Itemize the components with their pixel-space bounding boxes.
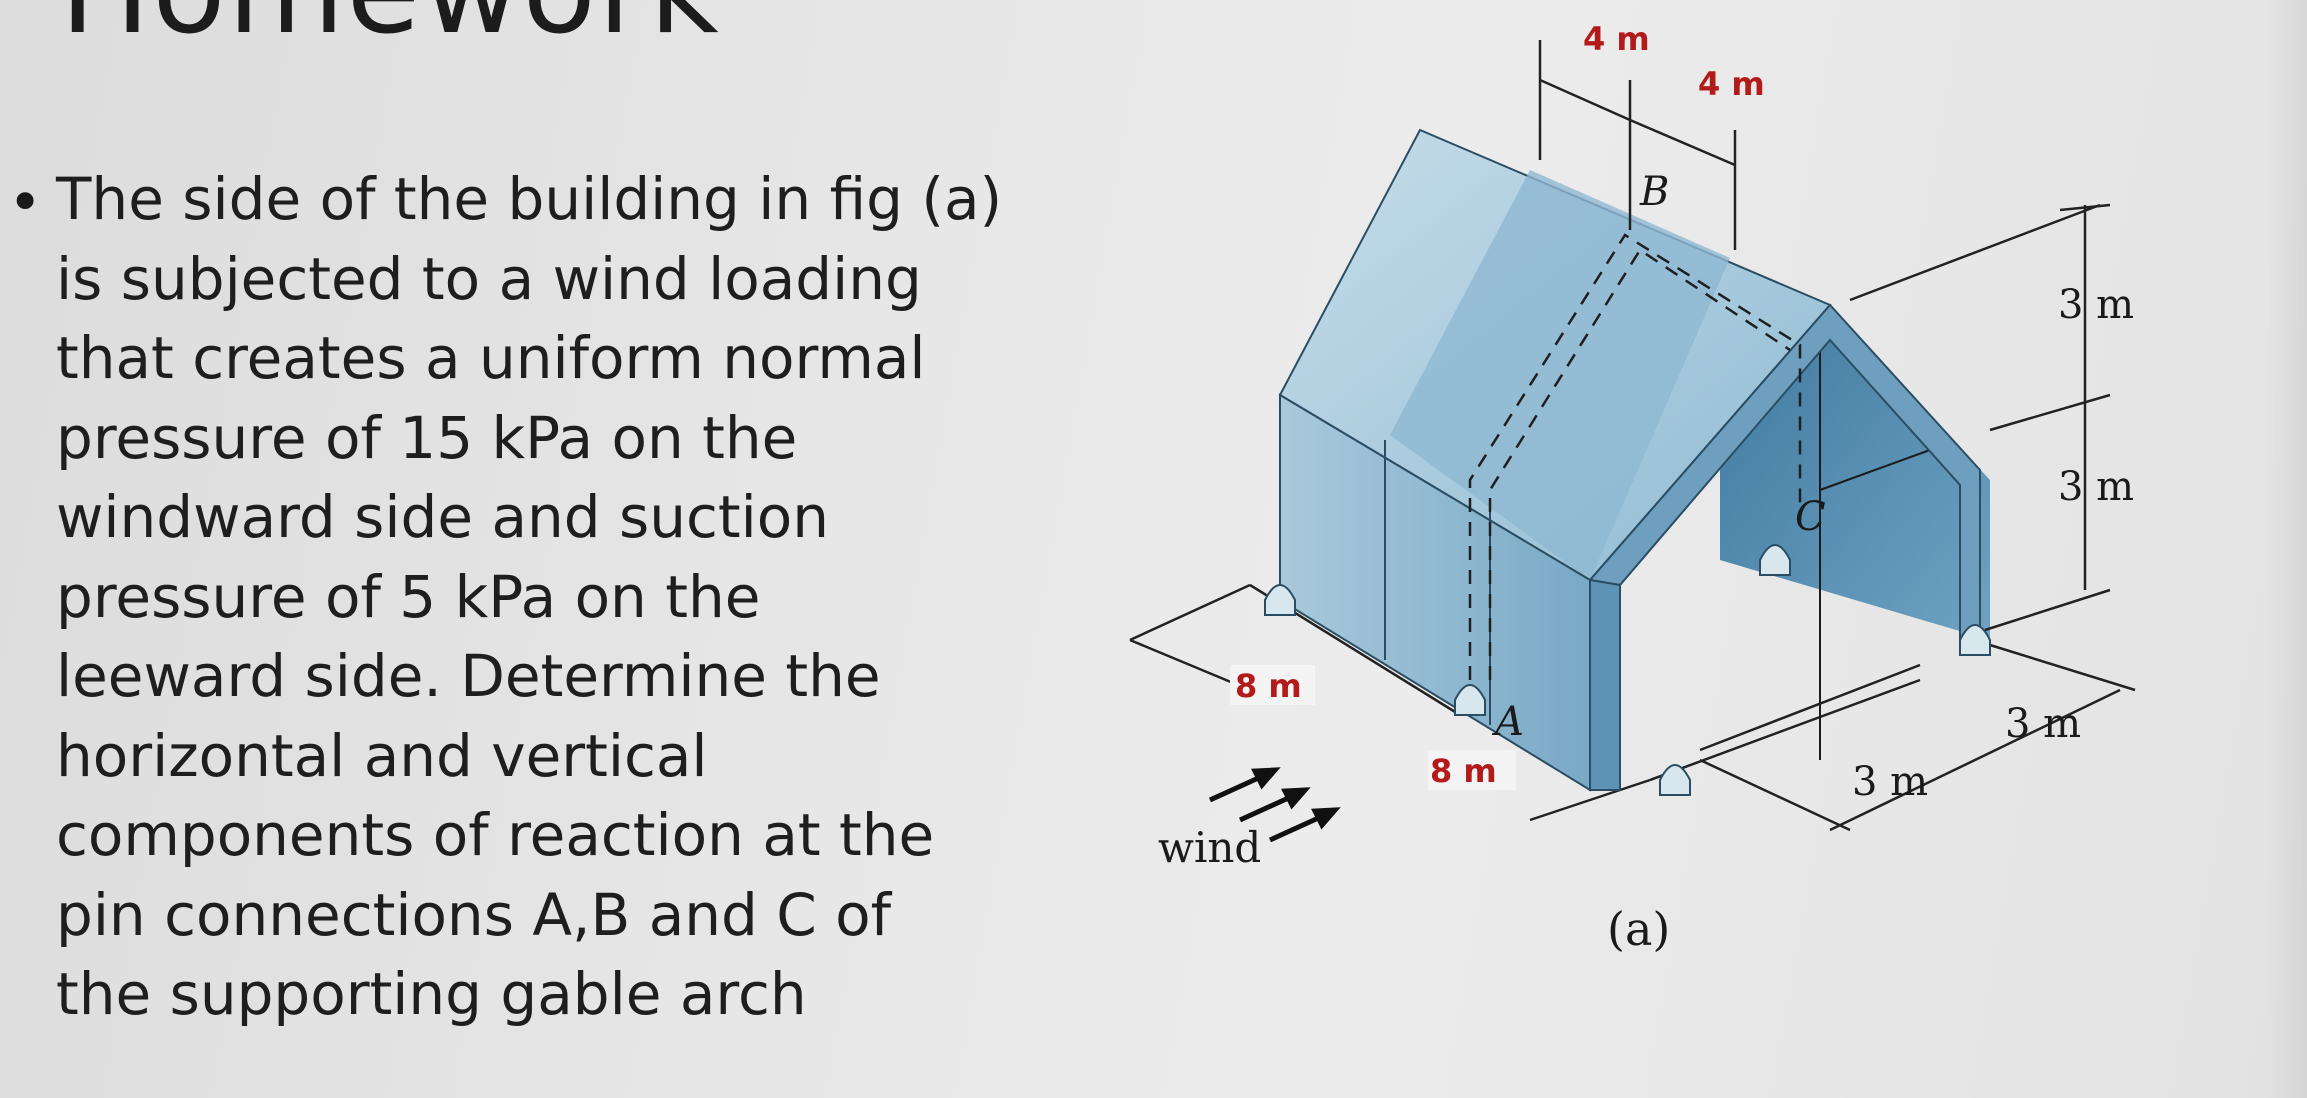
- height-dimensions: [1849, 203, 2111, 632]
- figure-caption: (a): [1607, 902, 1670, 956]
- left-dim-box-1: [1230, 665, 1315, 705]
- wind-label: wind: [1158, 823, 1261, 872]
- arch-leg: [1589, 578, 1621, 791]
- statement-line: horizontal and vertical: [56, 721, 708, 790]
- statement-line: leeward side. Determine the: [56, 642, 881, 710]
- height-upper-label: 3 m: [2058, 282, 2134, 328]
- statement-line: is subjected to a wind loading: [56, 244, 922, 313]
- left-dim-box-2: [1428, 750, 1516, 790]
- base-dim-label-1: 3 m: [2005, 701, 2081, 747]
- base-dim-label-2: 3 m: [1852, 759, 1928, 805]
- left-dim-label-1: 8 m: [1235, 667, 1302, 705]
- hidden-arch: [1468, 233, 1802, 680]
- statement-line: windward side and suction: [56, 483, 829, 551]
- top-dim-label-1: 4 m: [1583, 20, 1650, 58]
- wind-arrows: [1208, 767, 1341, 843]
- pin-left-front: [1264, 584, 1296, 616]
- pin-back-right: [1959, 624, 1991, 656]
- problem-statement: The side of the building in fig (a) is s…: [56, 160, 1056, 1035]
- top-dimensions: [1538, 40, 1737, 250]
- bullet-dot: •: [8, 168, 43, 236]
- interior-line: [1819, 449, 1931, 491]
- pin-a: [1454, 684, 1486, 716]
- point-b-label: B: [1639, 169, 1669, 215]
- gable-arch-figure: 4 m 4 m B A C 8 m 8 m 3 m 3 m 3 m 3 m wi…: [1129, 20, 2136, 956]
- statement-line: that creates a uniform normal: [56, 324, 926, 392]
- statement-line: pressure of 15 kPa on the: [56, 403, 798, 472]
- statement-line: the supporting gable arch: [56, 960, 807, 1028]
- height-lower-label: 3 m: [2058, 464, 2134, 510]
- slide-title: Homework: [60, 0, 721, 61]
- point-c-label: C: [1795, 494, 1826, 540]
- roof-band: [1390, 170, 1730, 580]
- statement-line: components of reaction at the: [56, 801, 935, 869]
- point-a-label: A: [1491, 699, 1524, 745]
- statement-line: The side of the building in fig (a): [56, 165, 1003, 233]
- left-dim-label-2: 8 m: [1430, 752, 1497, 790]
- statement-line: pin connections A,B and C of: [56, 880, 892, 949]
- pin-supports: [1264, 544, 1991, 796]
- pin-right-front: [1659, 764, 1691, 796]
- statement-line: pressure of 5 kPa on the: [56, 562, 761, 631]
- screen-edge-shadow: [2267, 0, 2307, 1098]
- top-dim-label-2: 4 m: [1698, 65, 1765, 103]
- pin-rear: [1759, 544, 1791, 576]
